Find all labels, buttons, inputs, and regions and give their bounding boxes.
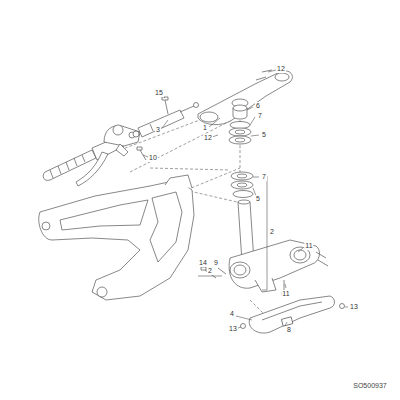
leader-line <box>143 70 348 328</box>
callout-number: 2 <box>207 267 213 275</box>
bearing-stack <box>229 105 253 198</box>
top-yoke <box>198 70 292 125</box>
callout-number: 4 <box>229 310 235 318</box>
callout-number: 5 <box>255 195 261 203</box>
callout-number: 8 <box>286 326 292 334</box>
callout-number: 15 <box>154 89 164 97</box>
callout-number: 13 <box>349 303 359 311</box>
steering-damper <box>133 103 199 138</box>
callout-number: 12 <box>276 65 286 73</box>
lower-yoke <box>229 200 328 292</box>
frame <box>39 175 194 300</box>
callout-number: 5 <box>261 131 267 139</box>
callout-number: 2 <box>269 228 275 236</box>
callout-number: 13 <box>228 325 238 333</box>
callout-number: 7 <box>257 112 263 120</box>
handlebar-assembly <box>43 125 140 186</box>
drawing-code: SO500937 <box>352 382 387 390</box>
callout-number: 7 <box>261 173 267 181</box>
cover <box>241 296 345 333</box>
callout-number: 9 <box>213 259 219 267</box>
callout-number: 11 <box>281 290 290 298</box>
callout-number: 3 <box>155 126 161 134</box>
callout-number: 1 <box>202 124 208 132</box>
callout-number: 14 <box>198 259 208 267</box>
screw <box>201 267 286 295</box>
callout-number: 6 <box>255 102 261 110</box>
callout-number: 10 <box>148 154 158 162</box>
screw <box>137 97 168 160</box>
callout-number: 12 <box>203 134 213 142</box>
callout-number: 11 <box>304 242 313 250</box>
